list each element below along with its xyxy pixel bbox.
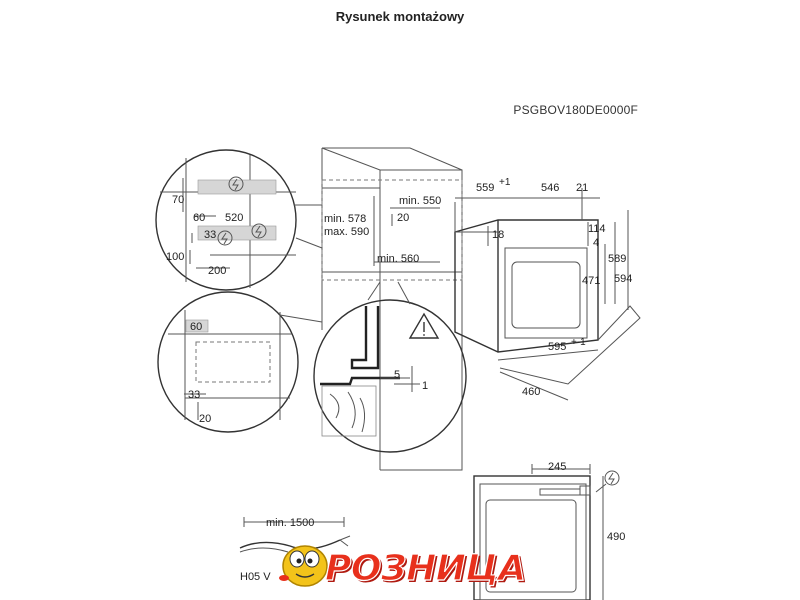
- page-title: Rysunek montażowy: [335, 9, 465, 24]
- detail-circle-section: [313, 299, 467, 453]
- niche-min-578: min. 578: [324, 213, 366, 225]
- oven-dim-546: 546: [541, 182, 559, 194]
- niche-max-590: max. 590: [324, 226, 369, 238]
- cable-min-1500: min. 1500: [266, 517, 314, 529]
- oven-dim-114: 114: [588, 223, 606, 235]
- oven-dim-4: 4: [593, 237, 599, 249]
- dim-200: 200: [208, 265, 226, 277]
- detail-circle-top: [155, 149, 297, 291]
- niche-min-550: min. 550: [399, 195, 441, 207]
- logo-mascot-icon: [279, 545, 328, 587]
- oven-dim-471: 471: [582, 275, 600, 287]
- dim-33: 33: [204, 229, 216, 241]
- section-dim-5: 5: [394, 369, 400, 381]
- oven-back-view: [473, 464, 620, 600]
- oven-dim-460: 460: [522, 386, 540, 398]
- dim-60: 60: [193, 212, 205, 224]
- dim-60-lower: 60: [190, 321, 202, 333]
- oven-dim-595-tol: +-1: [571, 337, 586, 348]
- oven-perspective: [454, 188, 641, 401]
- oven-dim-18: 18: [492, 229, 504, 241]
- oven-dim-594: 594: [614, 273, 632, 285]
- niche-20: 20: [397, 212, 409, 224]
- oven-dim-559-tol: +1: [499, 177, 511, 188]
- detail-circle-lower: [157, 291, 299, 433]
- dim-70: 70: [172, 194, 184, 206]
- logo-wordmark: РОЗНИЦА: [324, 547, 526, 589]
- section-dim-1: 1: [422, 380, 428, 392]
- oven-dim-21: 21: [576, 182, 588, 194]
- dim-520: 520: [225, 212, 243, 224]
- dim-100: 100: [166, 251, 184, 263]
- dim-20-lower: 20: [199, 413, 211, 425]
- oven-dim-589: 589: [608, 253, 626, 265]
- model-code: PSGBOV180DE0000F: [513, 103, 638, 117]
- dim-33-lower: 33: [188, 389, 200, 401]
- oven-dim-559: 559: [476, 182, 494, 194]
- cable-label: H05 V: [240, 571, 271, 583]
- power-cable: [239, 517, 351, 553]
- back-dim-490: 490: [607, 531, 625, 543]
- oven-dim-595: 595: [548, 341, 566, 353]
- niche-min-560: min. 560: [377, 253, 419, 265]
- back-dim-245: 245: [548, 461, 566, 473]
